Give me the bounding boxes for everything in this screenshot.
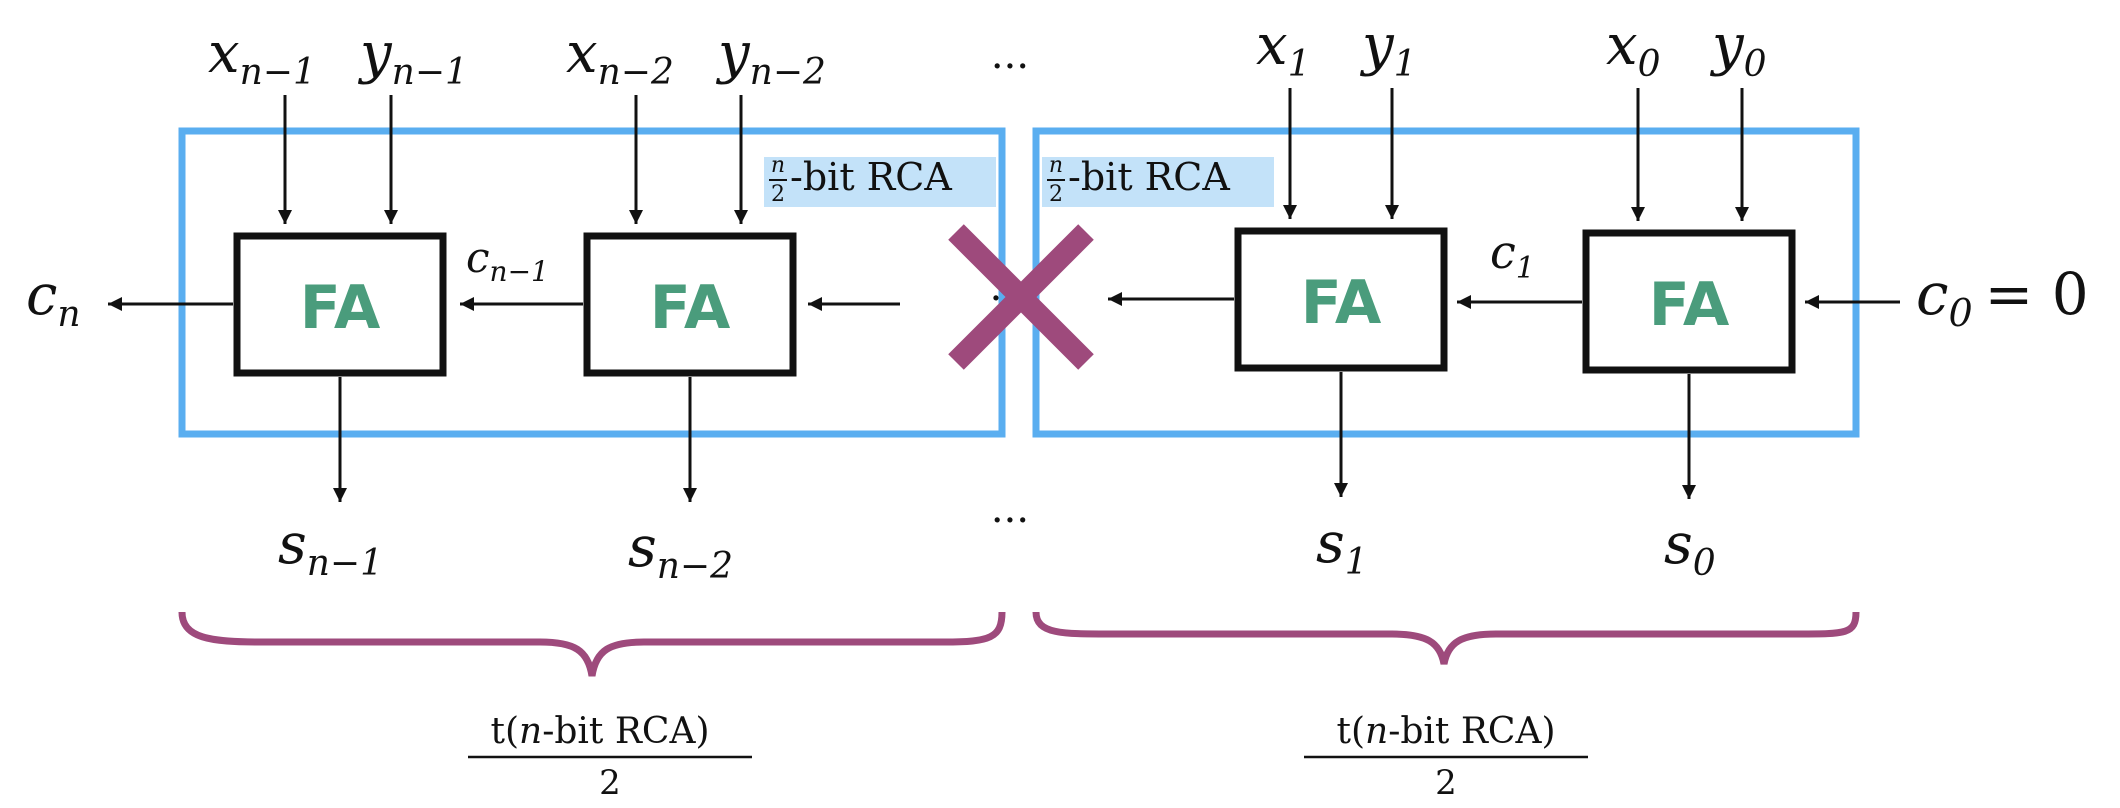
svg-text:-bit RCA: -bit RCA (790, 155, 952, 199)
output-labels: sn−1 sn−2 s1 s0 (278, 511, 1716, 587)
right-rca-label: n 2 -bit RCA (1042, 153, 1274, 207)
cross-mark-icon (948, 224, 1094, 370)
left-rca-label: n 2 -bit RCA (764, 153, 996, 207)
label-c-n-1: cn−1 (466, 233, 549, 288)
label-y-n-1: yn−1 (357, 21, 468, 93)
input-labels: xn−1 yn−1 xn−2 yn−2 x1 y1 x0 y0 (208, 13, 1767, 93)
left-delay-fraction: t(n-bit RCA) 2 (468, 711, 752, 803)
svg-text:FA: FA (300, 273, 381, 343)
carry-wires (108, 292, 1900, 311)
svg-text:2: 2 (1435, 763, 1457, 803)
svg-text:n: n (1049, 153, 1063, 178)
label-s-n-2: sn−2 (628, 515, 733, 587)
label-c-n: cn (26, 263, 81, 335)
label-c-0: c0= 0 (1916, 260, 2089, 335)
label-s-0: s0 (1664, 512, 1716, 584)
label-y-n-2: yn−2 (715, 21, 826, 93)
label-x-1: x1 (1256, 13, 1311, 85)
left-brace (178, 611, 1006, 677)
svg-text:2: 2 (599, 763, 621, 803)
label-x-0: x0 (1606, 13, 1661, 85)
svg-text:-bit RCA: -bit RCA (1068, 155, 1230, 199)
label-c-1: c1 (1490, 225, 1535, 286)
svg-text:t(n-bit RCA): t(n-bit RCA) (1336, 711, 1555, 752)
svg-text:FA: FA (1301, 268, 1382, 338)
svg-text:FA: FA (1649, 270, 1730, 340)
label-y-0: y0 (1709, 13, 1767, 85)
label-x-n-1: xn−1 (208, 21, 316, 93)
full-adder-2: FA (583, 232, 797, 377)
ellipsis-bottom: ··· (991, 498, 1029, 544)
label-s-n-1: sn−1 (278, 512, 383, 584)
svg-text:2: 2 (1049, 182, 1063, 207)
svg-text:t(n-bit RCA): t(n-bit RCA) (490, 711, 709, 752)
svg-text:n: n (771, 153, 785, 178)
svg-text:2: 2 (771, 182, 785, 207)
carry-labels: cn cn−1 c1 c0= 0 (26, 225, 2089, 335)
label-y-1: y1 (1359, 13, 1417, 85)
ellipsis-top: ··· (991, 44, 1029, 90)
label-s-1: s1 (1316, 511, 1368, 583)
input-wires (278, 88, 1749, 224)
output-wires (333, 372, 1696, 502)
full-adder-1: FA (233, 232, 447, 377)
right-delay-fraction: t(n-bit RCA) 2 (1304, 711, 1588, 803)
right-brace (1032, 611, 1860, 665)
full-adder-4: FA (1582, 229, 1796, 374)
label-x-n-2: xn−2 (566, 21, 674, 93)
svg-text:FA: FA (650, 273, 731, 343)
full-adder-3: FA (1234, 227, 1448, 372)
